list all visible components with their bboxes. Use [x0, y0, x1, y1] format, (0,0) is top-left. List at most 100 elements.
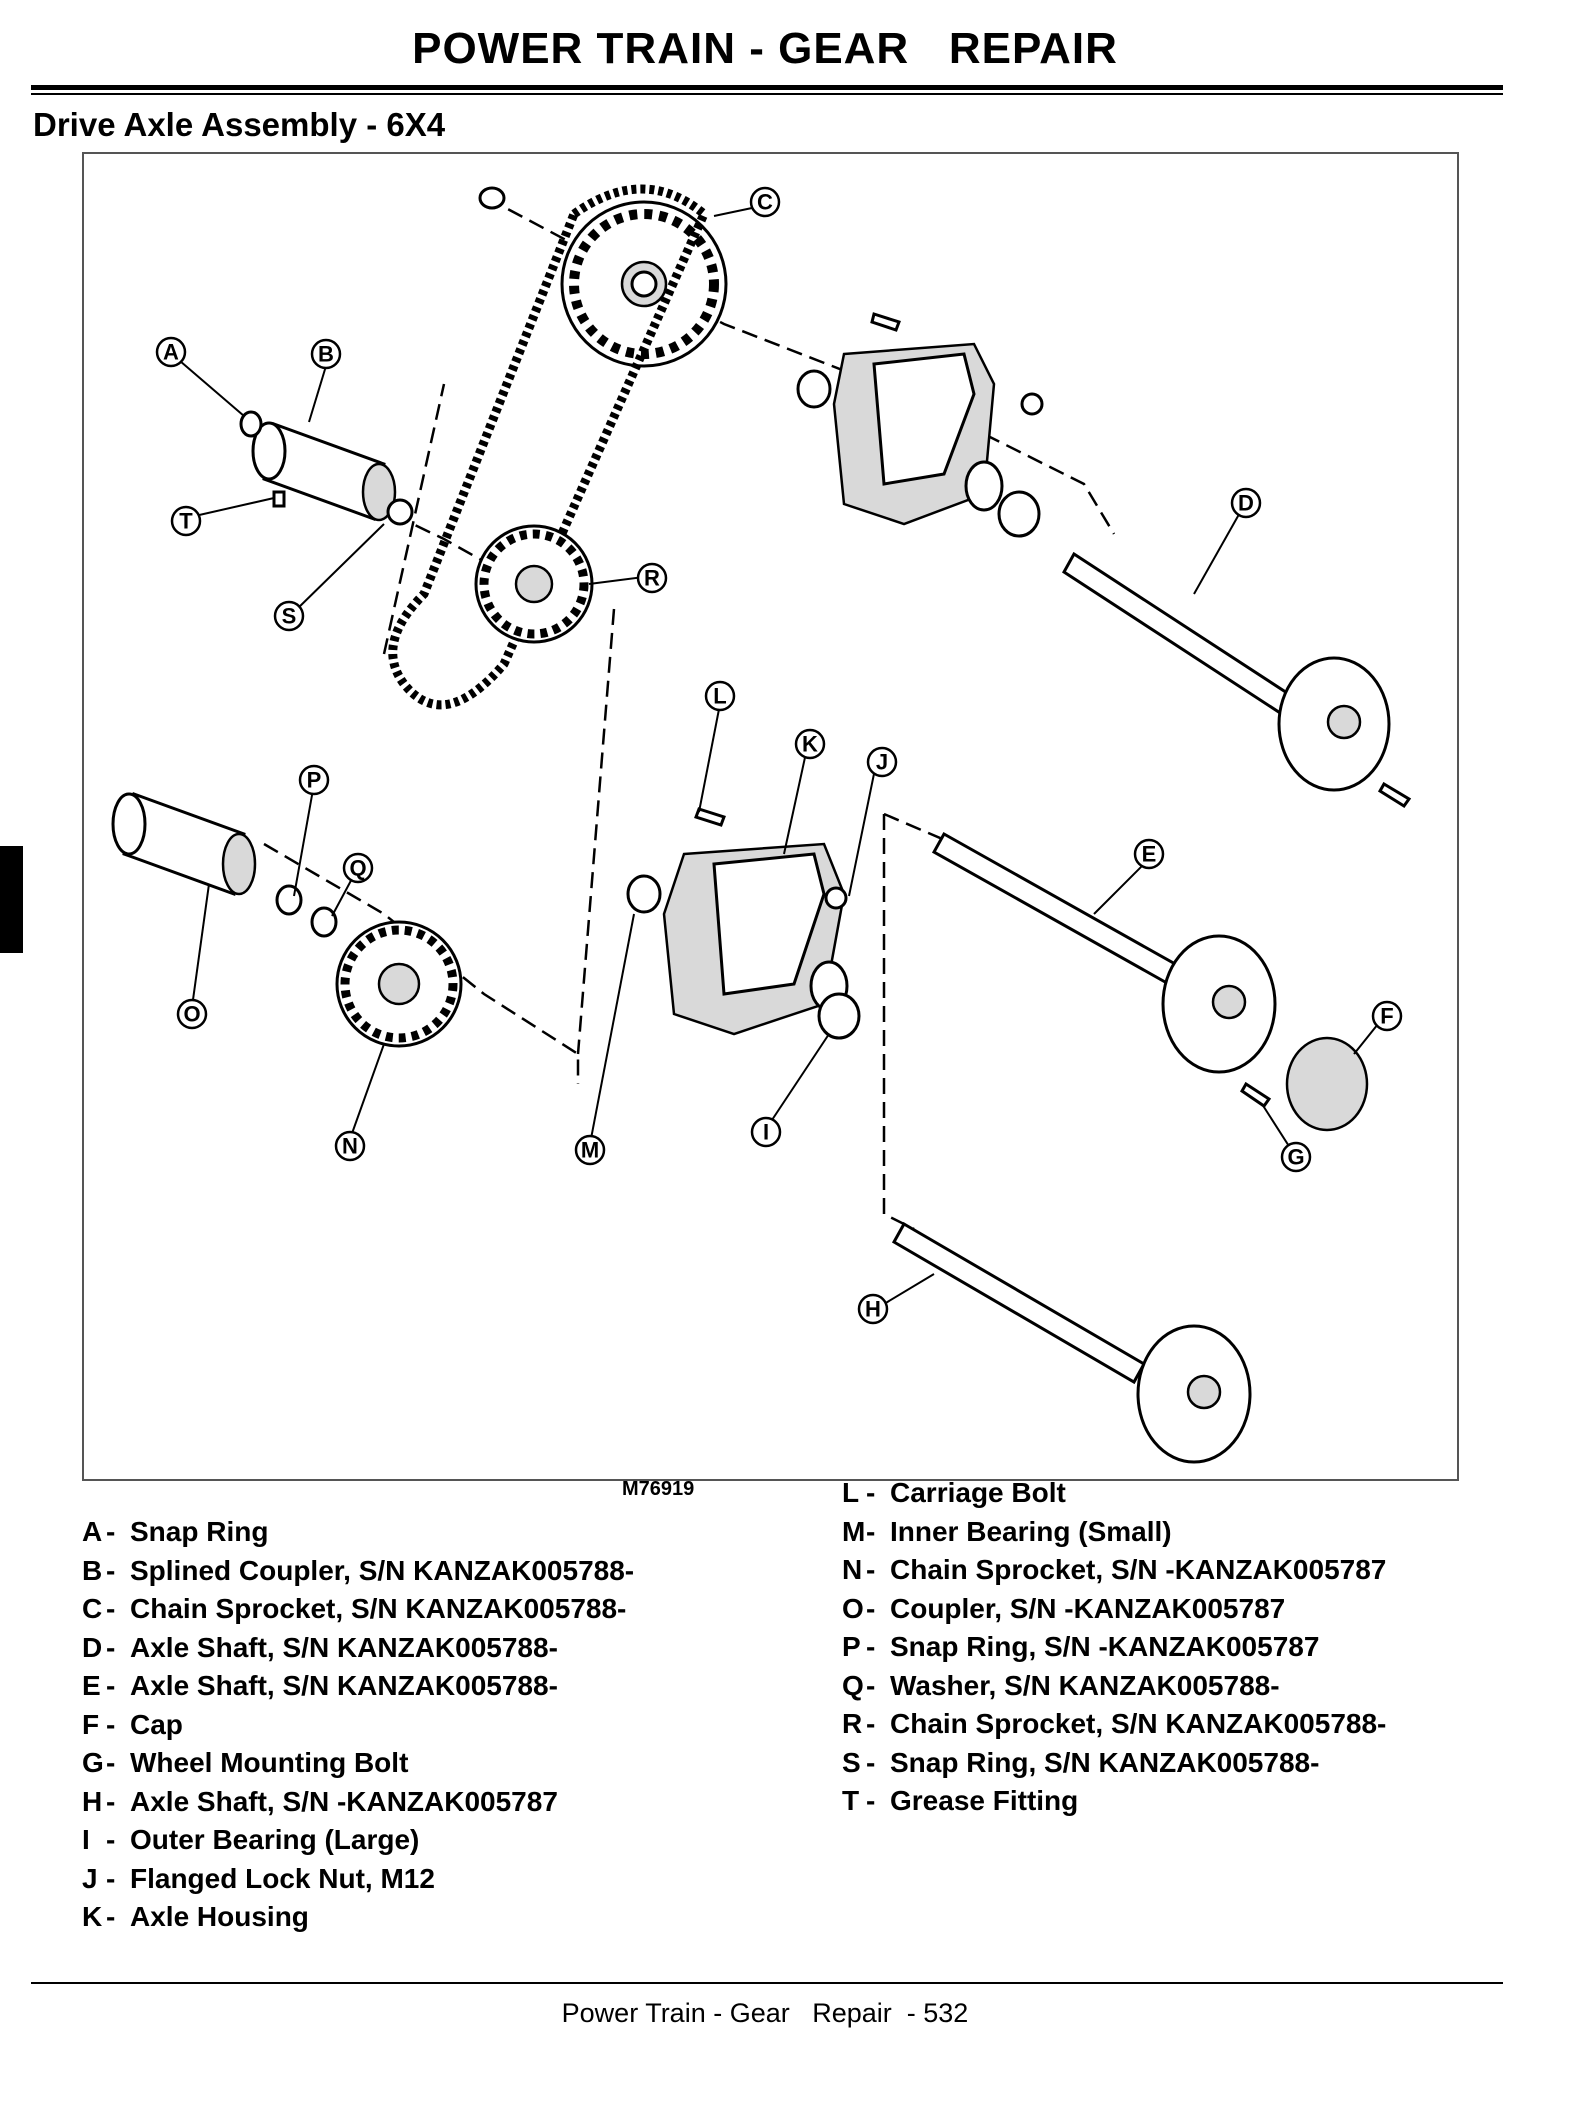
callout-a: A	[155, 336, 187, 368]
inner-bearing-m	[626, 874, 662, 914]
cap-f	[1285, 1036, 1369, 1132]
svg-text:Q: Q	[349, 856, 366, 881]
assembly-line-coupler	[328, 482, 525, 586]
legend-left: A-Snap Ring B-Splined Coupler, S/N KANZA…	[82, 1513, 634, 1937]
legend-item: F-Cap	[82, 1708, 183, 1740]
legend-item: O-Coupler, S/N -KANZAK005787	[842, 1592, 1286, 1624]
chain-sprocket-r	[474, 524, 594, 644]
callout-k: K	[794, 728, 826, 760]
callout-f: F	[1371, 1000, 1403, 1032]
page-title: POWER TRAIN - GEAR REPAIR	[412, 24, 1118, 73]
legend-item: D-Axle Shaft, S/N KANZAK005788-	[82, 1631, 558, 1663]
legend-item: G-Wheel Mounting Bolt	[82, 1747, 409, 1778]
snap-ring-s	[386, 498, 414, 526]
exploded-diagram: C A B T S R D L K J P Q E F O I G N M H	[82, 152, 1459, 1481]
page-footer: Power Train - Gear Repair - 532	[561, 1998, 969, 2028]
chain-sprocket-n	[335, 920, 463, 1048]
svg-text:O: O	[183, 1002, 200, 1027]
bearing-upper-outer	[997, 490, 1041, 538]
svg-text:D: D	[1238, 491, 1254, 516]
legend-right: L-Carriage Bolt M-Inner Bearing (Small) …	[842, 1474, 1386, 1821]
header-rule	[31, 85, 1503, 90]
legend-item: H-Axle Shaft, S/N -KANZAK005787	[82, 1785, 558, 1817]
callout-m: M	[574, 1134, 606, 1166]
legend-item: E-Axle Shaft, S/N KANZAK005788-	[82, 1670, 558, 1701]
svg-text:R: R	[644, 566, 660, 591]
bearing-upper-inner	[796, 369, 832, 409]
svg-text:K: K	[802, 732, 818, 757]
legend-item: M-Inner Bearing (Small)	[842, 1515, 1172, 1547]
grease-fitting-t	[272, 490, 286, 508]
callout-t: T	[170, 505, 202, 537]
callout-j: J	[866, 746, 898, 778]
diagram-drawing: C A B T S R D L K J P Q E F O I G N M H	[111, 184, 1412, 1464]
chain-sprocket-c	[560, 200, 728, 368]
wheel-mounting-bolt-g	[1240, 1081, 1272, 1109]
snap-ring-a	[239, 410, 263, 438]
nut-upper	[1020, 392, 1044, 416]
callout-h: H	[857, 1293, 889, 1325]
svg-text:H: H	[865, 1297, 881, 1322]
assembly-line-lower	[263, 842, 580, 1084]
callout-s: S	[273, 600, 305, 632]
svg-text:T: T	[179, 509, 193, 534]
svg-text:L: L	[713, 684, 726, 709]
legend-item: J-Flanged Lock Nut, M12	[82, 1862, 435, 1894]
section-title: Drive Axle Assembly - 6X4	[33, 106, 446, 143]
svg-text:G: G	[1287, 1145, 1304, 1170]
bolt-d	[1377, 781, 1412, 809]
legend-item: K-Axle Housing	[82, 1901, 309, 1932]
legend-item: P-Snap Ring, S/N -KANZAK005787	[842, 1631, 1320, 1662]
callout-i: I	[750, 1116, 782, 1148]
svg-text:J: J	[876, 750, 888, 775]
svg-text:P: P	[307, 768, 322, 793]
lock-nut-j	[824, 886, 848, 910]
callout-b: B	[310, 338, 342, 370]
bolt-upper	[870, 312, 901, 332]
legend-item: R-Chain Sprocket, S/N KANZAK005788-	[842, 1708, 1387, 1739]
header-rule-thin	[31, 93, 1503, 95]
svg-text:C: C	[757, 190, 773, 215]
figure-id: M76919	[622, 1478, 695, 1500]
svg-text:B: B	[318, 342, 334, 367]
legend-item: Q-Washer, S/N KANZAK005788-	[842, 1669, 1280, 1701]
outer-bearing-i	[817, 992, 861, 1040]
svg-text:M: M	[581, 1138, 599, 1163]
axle-shaft-h	[891, 1221, 1252, 1464]
callout-o: O	[176, 998, 208, 1030]
callout-d: D	[1230, 487, 1262, 519]
legend-item: T-Grease Fitting	[842, 1785, 1079, 1816]
assembly-line-chain-left	[382, 383, 446, 655]
assembly-line-chain-right	[576, 608, 616, 1055]
side-tab-marker	[0, 846, 23, 953]
footer-rule	[31, 1982, 1503, 1984]
legend-item: L-Carriage Bolt	[842, 1477, 1066, 1508]
washer-q	[310, 906, 338, 938]
callout-n: N	[334, 1130, 366, 1162]
assembly-line-right	[882, 814, 915, 1231]
coupler-o	[111, 791, 257, 897]
axle-shaft-d	[1062, 551, 1391, 792]
axle-housing-k	[662, 842, 849, 1036]
legend-item: S-Snap Ring, S/N KANZAK005788-	[842, 1746, 1320, 1778]
carriage-bolt-l	[694, 807, 726, 827]
legend-item: N-Chain Sprocket, S/N -KANZAK005787	[842, 1554, 1387, 1585]
legend-item: C-Chain Sprocket, S/N KANZAK005788-	[82, 1593, 627, 1624]
svg-text:S: S	[282, 604, 297, 629]
drive-chain	[388, 184, 710, 710]
axle-shaft-e	[931, 831, 1277, 1074]
legend-item: A-Snap Ring	[82, 1516, 269, 1547]
callout-g: G	[1280, 1141, 1312, 1173]
axle-housing-upper	[832, 342, 1004, 526]
svg-text:N: N	[342, 1134, 358, 1159]
splined-coupler-b	[251, 421, 397, 522]
legend-item: B-Splined Coupler, S/N KANZAK005788-	[82, 1554, 635, 1586]
callout-e: E	[1133, 838, 1165, 870]
svg-text:A: A	[163, 340, 179, 365]
callout-p: P	[298, 764, 330, 796]
callout-q: Q	[342, 852, 374, 884]
callout-l: L	[704, 680, 736, 712]
svg-text:I: I	[763, 1120, 769, 1145]
svg-text:F: F	[1380, 1004, 1393, 1029]
callout-c: C	[749, 186, 781, 218]
